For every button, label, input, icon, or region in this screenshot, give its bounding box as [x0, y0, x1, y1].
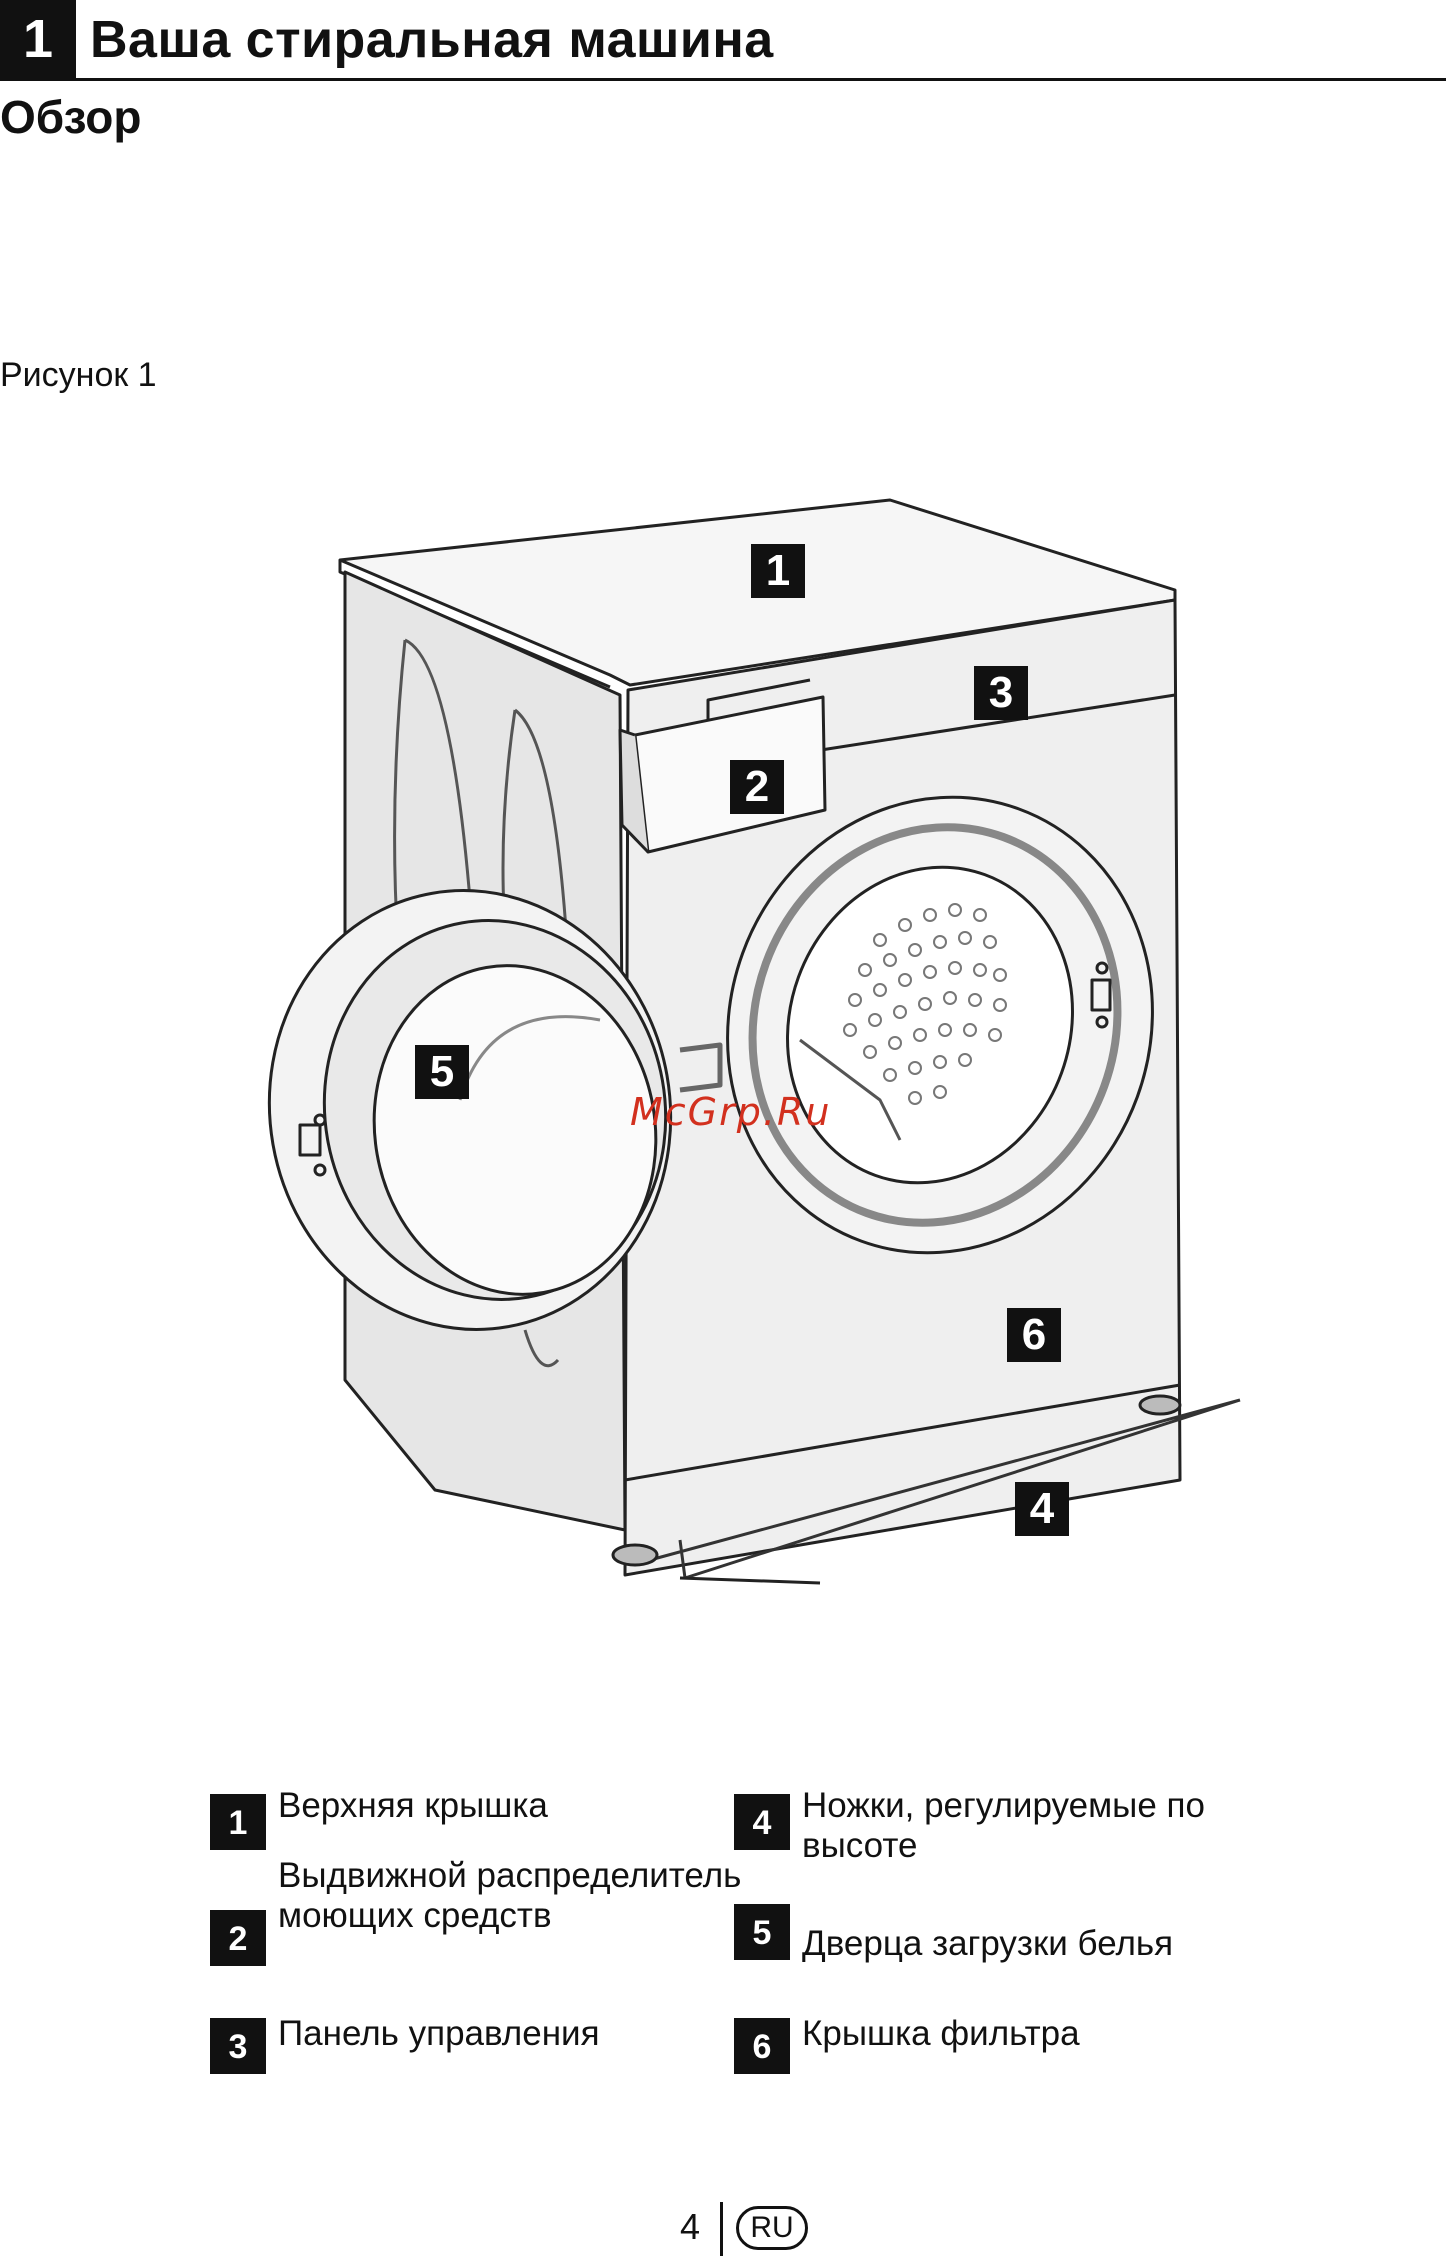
watermark: McGrp.Ru — [630, 1090, 831, 1134]
chapter-number-badge: 1 — [0, 0, 76, 78]
callout-6: 6 — [1007, 1308, 1061, 1362]
legend-number: 5 — [734, 1904, 790, 1960]
legend-label: Панель управления — [278, 2014, 748, 2054]
legend-number: 1 — [210, 1794, 266, 1850]
legend-label: Верхняя крышка — [278, 1786, 748, 1826]
callout-3: 3 — [974, 666, 1028, 720]
callout-2: 2 — [730, 760, 784, 814]
callout-4: 4 — [1015, 1482, 1069, 1536]
footer-divider — [720, 2202, 723, 2256]
chapter-header: 1 Ваша стиральная машина — [0, 0, 1446, 81]
legend-label: Дверца загрузки белья — [802, 1924, 1272, 1964]
washing-machine-figure: 1 2 3 4 5 6 — [240, 480, 1280, 1620]
legend-number: 4 — [734, 1794, 790, 1850]
section-title: Обзор — [0, 90, 142, 144]
language-badge: RU — [736, 2206, 808, 2250]
callout-5: 5 — [415, 1045, 469, 1099]
legend-number: 3 — [210, 2018, 266, 2074]
page-number: 4 — [680, 2206, 700, 2248]
legend-label: Выдвижной распределитель моющих средств — [278, 1856, 748, 1936]
washing-machine-illustration — [240, 480, 1280, 1620]
legend-label: Крышка фильтра — [802, 2014, 1272, 2054]
callout-1: 1 — [751, 544, 805, 598]
legend-number: 2 — [210, 1910, 266, 1966]
figure-caption: Рисунок 1 — [0, 356, 157, 395]
legend-number: 6 — [734, 2018, 790, 2074]
legend-label: Ножки, регулируемые по высоте — [802, 1786, 1272, 1866]
chapter-title: Ваша стиральная машина — [90, 0, 774, 80]
